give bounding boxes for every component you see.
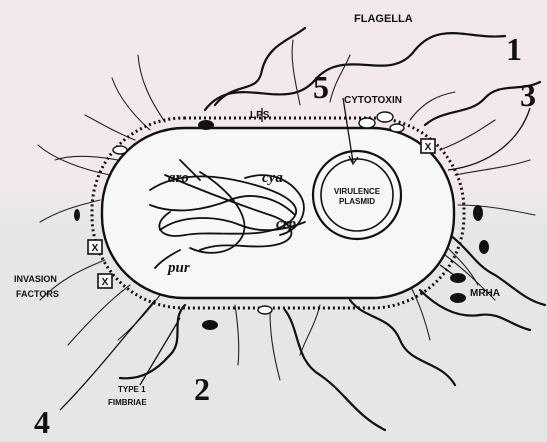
marker-box-right: X (421, 139, 435, 153)
callout-number-2: 2 (194, 371, 210, 407)
virulence-plasmid-label-line1: VIRULENCE (334, 187, 381, 196)
callout-number-4: 4 (34, 404, 50, 440)
granule (198, 120, 214, 130)
surface-blob (113, 146, 127, 154)
callout-number-3: 3 (520, 77, 536, 113)
label-mrha: MRHA (470, 288, 500, 299)
gene-label-cya: cya (262, 170, 283, 186)
marker-box-text: X (425, 142, 432, 153)
granule (450, 293, 466, 303)
marker-box-text: X (102, 277, 109, 288)
cytotoxin-blob (377, 112, 393, 122)
gene-label-aro: aro (168, 170, 189, 186)
cytotoxin-blob (390, 124, 404, 132)
label-flagella: FLAGELLA (354, 13, 413, 25)
surface-blob (258, 306, 272, 314)
callout-number-1: 1 (506, 31, 522, 67)
label-type1-line1: TYPE 1 (118, 385, 146, 394)
marker-box-left-lower: X (98, 274, 112, 288)
label-invasion-line1: INVASION (14, 274, 57, 284)
marker-box-left-upper: X (88, 240, 102, 254)
gene-label-pur: pur (166, 260, 190, 276)
cytotoxin-blob (359, 118, 375, 128)
callout-number-5: 5 (313, 69, 329, 105)
label-cytotoxin: CYTOTOXIN (344, 95, 402, 106)
granule (74, 209, 80, 221)
label-invasion-line2: FACTORS (16, 289, 59, 299)
granule (479, 240, 489, 254)
gene-label-crp: crp (276, 216, 296, 232)
label-type1-line2: FIMBRIAE (108, 398, 147, 407)
virulence-plasmid-label-line2: PLASMID (339, 197, 375, 206)
cell-body (102, 128, 454, 298)
label-lps: LPS (250, 110, 270, 121)
marker-box-text: X (92, 243, 99, 254)
granule (473, 205, 483, 221)
granule (202, 320, 218, 330)
